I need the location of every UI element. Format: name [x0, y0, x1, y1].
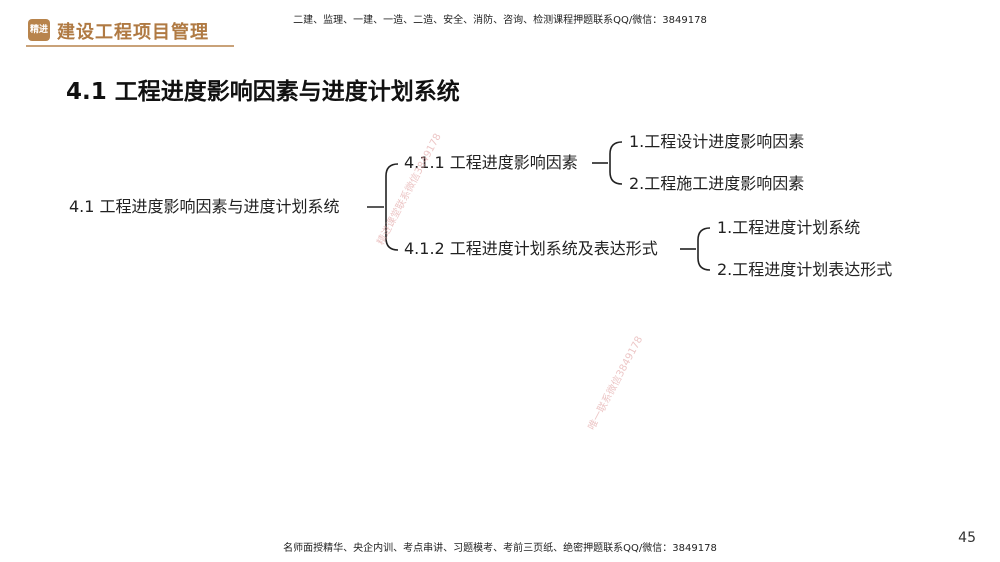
tree-branch-4-1-1: 4.1.1 工程进度影响因素	[404, 153, 578, 172]
header-divider	[26, 45, 234, 47]
slide-title: 4.1 工程进度影响因素与进度计划系统	[66, 79, 460, 105]
bracket-branch2	[697, 227, 711, 271]
top-contact-note: 二建、监理、一建、一造、二造、安全、消防、咨询、检测课程押题联系QQ/微信：38…	[293, 15, 707, 26]
tree-leaf-design-factors: 1.工程设计进度影响因素	[629, 132, 805, 151]
tree-leaf-construction-factors: 2.工程施工进度影响因素	[629, 174, 805, 193]
bracket-level1	[385, 163, 399, 251]
tree-root: 4.1 工程进度影响因素与进度计划系统	[69, 197, 340, 216]
logo-icon: 精进	[28, 19, 50, 41]
page-number: 45	[958, 530, 976, 546]
bracket-branch1	[609, 141, 623, 185]
course-title: 建设工程项目管理	[57, 22, 209, 43]
tree-branch-4-1-2: 4.1.2 工程进度计划系统及表达形式	[404, 239, 658, 258]
tree-leaf-plan-system: 1.工程进度计划系统	[717, 218, 861, 237]
footer-contact-note: 名师面授精华、央企内训、考点串讲、习题模考、考前三页纸、绝密押题联系QQ/微信：…	[283, 543, 717, 554]
tree-leaf-plan-forms: 2.工程进度计划表达形式	[717, 260, 893, 279]
